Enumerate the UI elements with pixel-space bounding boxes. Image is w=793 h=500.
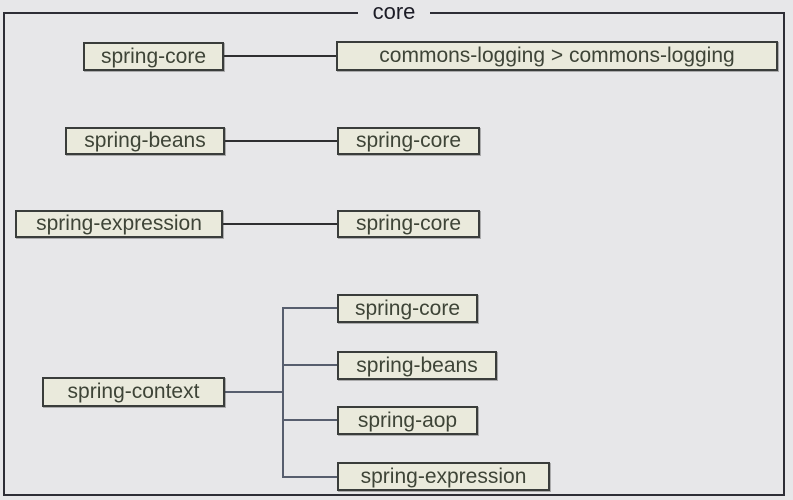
node-spring-context[interactable]: spring-context [42,377,225,407]
branch-line [282,364,337,366]
node-spring-core[interactable]: spring-core [337,127,480,155]
node-spring-beans[interactable]: spring-beans [65,127,225,155]
connector-line [222,55,338,57]
branch-trunk-line [282,307,284,478]
node-commons-logging[interactable]: commons-logging > commons-logging [336,41,778,71]
node-spring-core[interactable]: spring-core [83,42,224,71]
branch-line [282,307,337,309]
node-spring-core[interactable]: spring-core [337,294,478,323]
connector-line [223,140,339,142]
node-spring-beans[interactable]: spring-beans [337,351,497,380]
node-spring-core[interactable]: spring-core [337,210,480,238]
connector-line [223,391,284,393]
branch-line [282,419,337,421]
node-spring-aop[interactable]: spring-aop [337,406,478,435]
connector-line [221,223,339,225]
node-spring-expression[interactable]: spring-expression [15,210,223,238]
branch-line [282,476,337,478]
core-group-label: core [358,0,430,26]
node-spring-expression[interactable]: spring-expression [337,462,550,491]
